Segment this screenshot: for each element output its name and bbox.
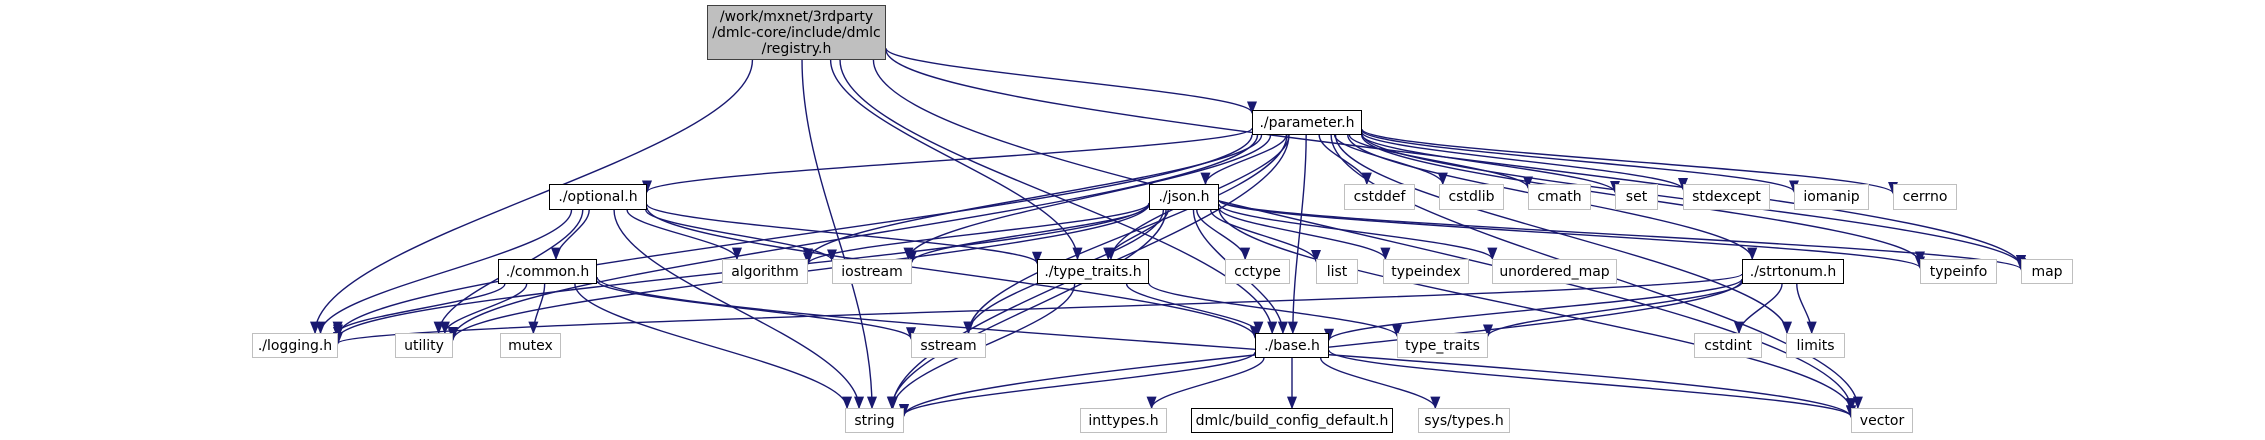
node-typeinfo: typeinfo [1920,259,1997,284]
edge-parameter-to-json [1200,134,1288,186]
edge-optional-to-string [613,209,865,410]
edge-common-to-mutex [528,283,546,335]
edge-parameter-to-utility [448,134,1259,340]
edge-strtonum-to-logging [333,273,1743,345]
edge-json-to-list [1210,209,1321,263]
edge-base-to-sys_types [1319,357,1441,410]
edge-strtonum-to-limits [1796,283,1817,335]
node-optional[interactable]: ./optional.h [549,184,647,210]
edge-root-to-parameter [885,47,1257,115]
node-vector: vector [1851,408,1913,433]
edge-json-to-type_traits_h [1103,209,1169,261]
edge-base-to-vector [1328,349,1856,418]
node-mutex: mutex [500,333,561,358]
node-root[interactable]: /work/mxnet/3rdparty /dmlc-core/include/… [707,5,886,60]
node-limits: limits [1786,333,1845,358]
node-type-traits-h[interactable]: ./type_traits.h [1037,259,1149,284]
edge-parameter-to-base [1287,134,1307,335]
edge-optional-to-type_traits_h [646,203,1042,265]
edge-optional-to-logging [315,209,573,335]
edge-parameter-to-cerrno [1361,128,1898,195]
node-json[interactable]: ./json.h [1149,184,1219,210]
edge-common-to-string [574,283,853,410]
edge-parameter-to-iomanip [1361,129,1799,193]
node-inttypes: inttypes.h [1080,408,1167,433]
edge-root-to-base [839,59,1278,335]
node-logging: ./logging.h [252,333,338,358]
edge-json-to-unordered_map [1218,203,1498,261]
edge-base-to-string [899,351,1256,417]
node-unordered-map: unordered_map [1492,259,1617,284]
edge-common-to-utility [439,283,528,335]
edge-optional-to-algorithm [626,209,742,261]
node-parameter[interactable]: ./parameter.h [1252,110,1362,135]
node-utility: utility [395,333,453,358]
edge-root-to-logging [310,59,754,335]
node-iomanip: iomanip [1794,184,1869,210]
node-cerrno: cerrno [1893,184,1957,210]
edge-base-to-inttypes [1146,357,1265,410]
node-common[interactable]: ./common.h [498,259,597,284]
edge-common-to-vector [596,276,1856,419]
node-list: list [1316,259,1358,284]
node-stdexcept: stdexcept [1683,184,1770,210]
node-cstddef: cstddef [1344,184,1415,210]
edge-root-to-string [801,59,878,410]
edge-json-to-typeindex [1218,207,1391,261]
edge-common-to-sstream [596,279,916,340]
node-sstream: sstream [911,333,986,358]
node-iostream: iostream [832,259,912,284]
edge-strtonum-to-cstdint [1733,283,1783,335]
edge-type_traits_h-to-type_traits [1148,282,1402,338]
edge-common-to-logging [332,283,506,335]
edge-parameter-to-cmath [1348,134,1533,189]
node-cstdlib: cstdlib [1439,184,1504,210]
edge-parameter-to-logging [333,134,1253,338]
node-base[interactable]: ./base.h [1255,333,1329,358]
node-type-traits: type_traits [1397,333,1488,358]
edges-layer [310,47,2026,419]
edge-json-to-map [1218,199,2026,271]
node-cstdint: cstdint [1694,333,1762,358]
node-strtonum[interactable]: ./strtonum.h [1742,259,1844,284]
node-cctype: cctype [1225,259,1290,284]
edge-optional-to-common [550,209,590,261]
edge-parameter-to-algorithm [803,134,1263,261]
node-set: set [1615,184,1658,210]
edge-parameter-to-set [1361,134,1620,194]
edge-json-to-cctype [1196,209,1251,261]
node-string: string [845,408,904,433]
edge-parameter-to-optional [642,127,1253,194]
node-build-config[interactable]: dmlc/build_config_default.h [1191,408,1393,433]
node-typeindex: typeindex [1383,259,1469,284]
edge-type_traits_h-to-base [1125,283,1264,335]
node-algorithm: algorithm [722,259,808,284]
node-cmath: cmath [1528,184,1591,210]
node-sys-types: sys/types.h [1418,408,1510,433]
edge-parameter-to-iostream [903,134,1272,261]
edge-json-to-typeinfo [1218,199,1925,270]
edge-parameter-to-stdexcept [1361,131,1688,191]
edge-optional-to-base [646,207,1260,339]
edge-strtonum-to-base [1324,278,1743,342]
edge-parameter-to-sstream [963,134,1288,335]
edge-json-to-algorithm [803,202,1150,266]
node-map: map [2021,259,2073,284]
